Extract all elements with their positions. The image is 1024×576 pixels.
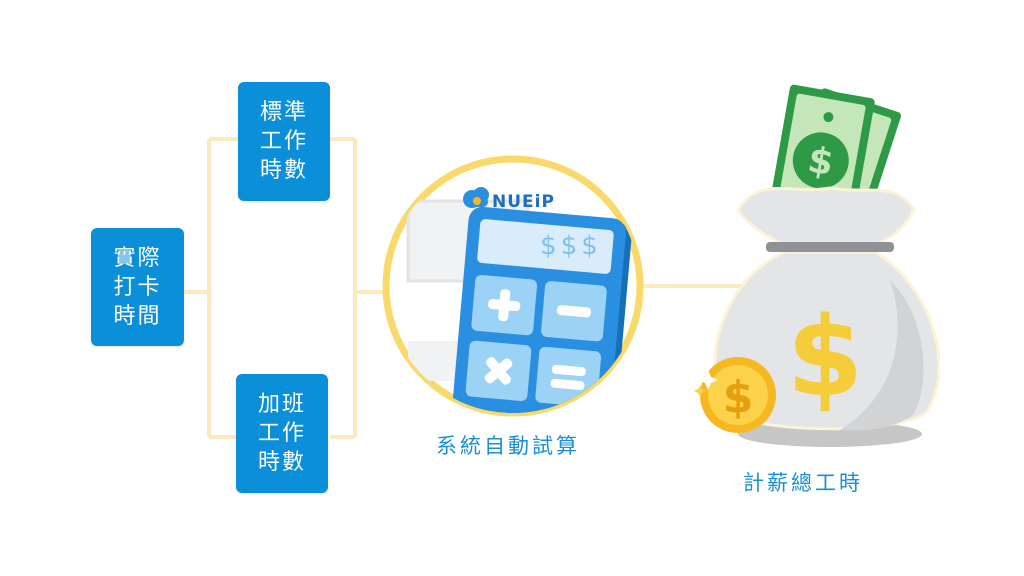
brand-logo-text: NUEiP <box>492 192 555 212</box>
svg-text:$: $ <box>723 372 754 423</box>
cloud-logo-icon <box>463 187 489 208</box>
system-auto-calculation-caption: 系統自動試算 <box>436 434 580 458</box>
calculator-display-text: $$$ <box>540 231 602 261</box>
calculator-circle: $$$ NUEiP <box>382 155 644 417</box>
svg-text:$: $ <box>787 293 864 421</box>
total-payroll-hours-caption: 計薪總工時 <box>743 471 863 495</box>
actual-clock-time-box: 實際 打卡 時間 <box>91 228 184 346</box>
money-bag-illustration: $ $ $ <box>694 84 940 447</box>
standard-work-hours-box: 標準 工作 時數 <box>238 82 330 201</box>
money-bag-icon: $ <box>713 186 940 431</box>
overtime-work-hours-box: 加班 工作 時數 <box>236 374 328 493</box>
calculator-icon <box>449 206 632 413</box>
gold-coin-icon: $ <box>694 357 776 433</box>
